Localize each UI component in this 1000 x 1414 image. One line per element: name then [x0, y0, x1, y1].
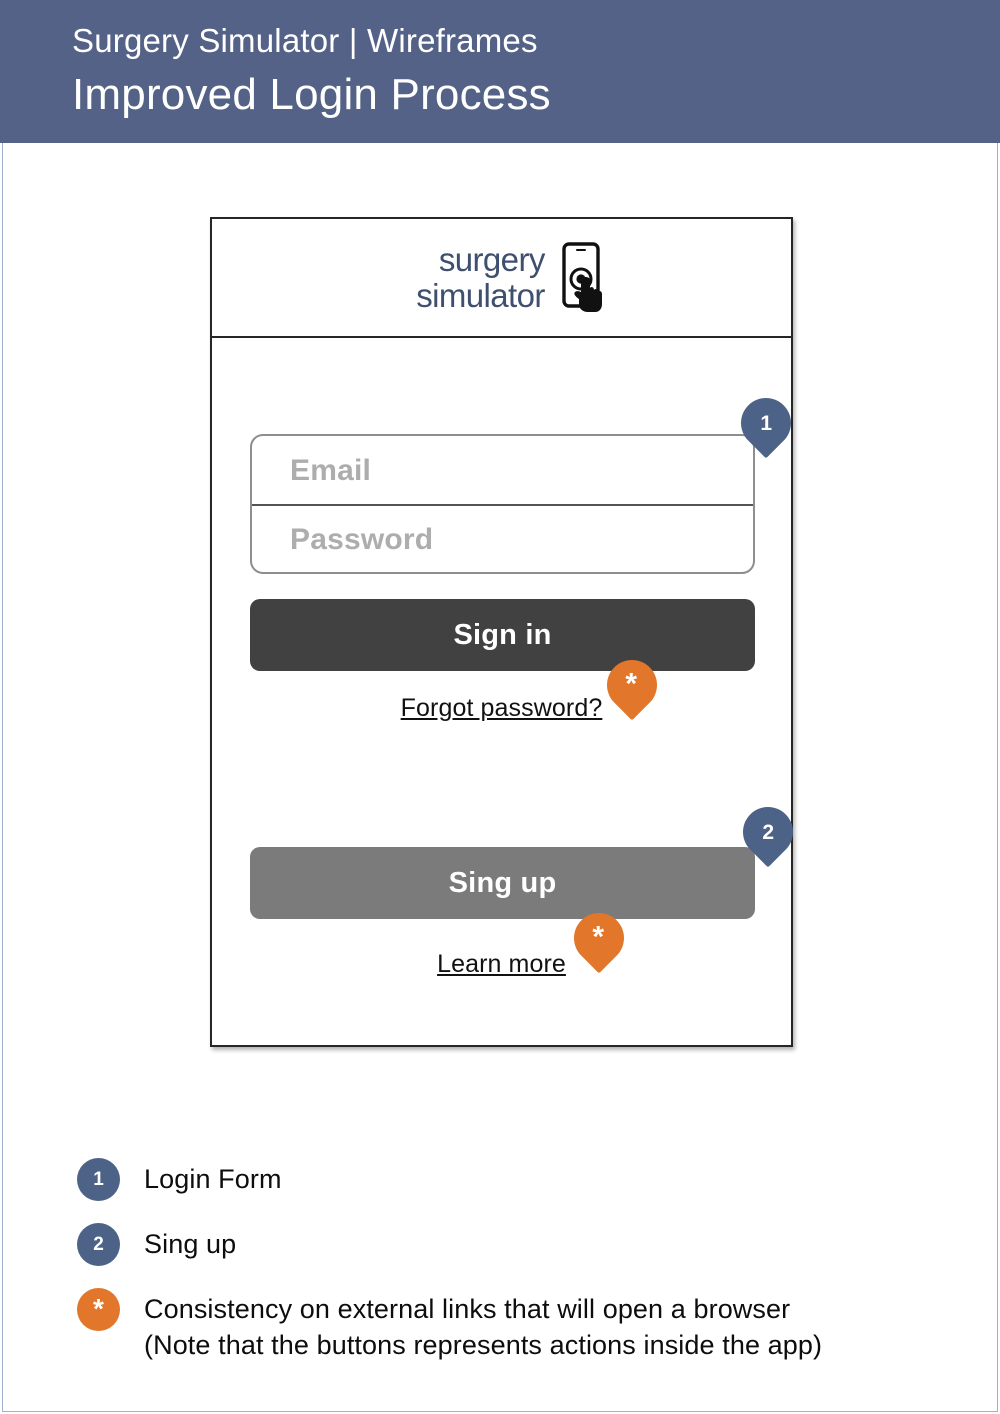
legend-badge-2-label: 2 — [93, 1234, 104, 1255]
legend-badge-2: 2 — [77, 1223, 120, 1266]
forgot-password-link[interactable]: Forgot password? — [212, 694, 791, 723]
wireframe-canvas: surgery simulator Email Password — [2, 143, 998, 1412]
app-header-bar: surgery simulator — [212, 219, 791, 338]
legend-item-asterisk: * Consistency on external links that wil… — [77, 1288, 937, 1363]
learn-more-label: Learn more — [437, 950, 566, 978]
sign-up-button[interactable]: Sing up — [250, 847, 755, 919]
legend-badge-1-label: 1 — [93, 1169, 104, 1190]
field-divider — [252, 504, 753, 506]
sign-in-button[interactable]: Sign in — [250, 599, 755, 671]
password-field[interactable]: Password — [290, 522, 434, 556]
legend: 1 Login Form 2 Sing up * Consi — [77, 1158, 937, 1385]
annotation-pin-1-label: 1 — [760, 411, 772, 435]
legend-badge-asterisk-label: * — [93, 1292, 104, 1324]
legend-text-1: Login Form — [144, 1158, 282, 1198]
phone-touch-icon — [562, 241, 602, 312]
page-header: Surgery Simulator | Wireframes Improved … — [0, 0, 1000, 143]
forgot-password-label: Forgot password? — [400, 694, 603, 722]
logo-line-1: surgery — [438, 241, 545, 278]
legend-text-1-line-1: Login Form — [144, 1164, 282, 1194]
legend-text-asterisk: Consistency on external links that will … — [144, 1288, 822, 1363]
legend-item-2: 2 Sing up — [77, 1223, 937, 1266]
logo-line-2: simulator — [416, 277, 545, 314]
legend-text-2-line-1: Sing up — [144, 1229, 237, 1259]
logo-wordmark: surgery simulator — [416, 241, 545, 314]
legend-text-asterisk-line-1: Consistency on external links that will … — [144, 1294, 791, 1324]
legend-text-2: Sing up — [144, 1223, 236, 1263]
learn-more-link[interactable]: Learn more — [212, 950, 791, 979]
app-logo: surgery simulator — [416, 241, 606, 314]
legend-item-1: 1 Login Form — [77, 1158, 937, 1201]
annotation-pin-2-label: 2 — [762, 820, 774, 844]
login-fields-group: Email Password — [250, 434, 755, 574]
annotation-pin-asterisk-signup-label: * — [592, 920, 605, 954]
legend-badge-asterisk: * — [77, 1288, 120, 1331]
device-frame: surgery simulator Email Password — [210, 217, 793, 1047]
annotation-pin-asterisk-signin-label: * — [625, 667, 638, 701]
page-title: Improved Login Process — [72, 70, 551, 119]
header-subtitle: Surgery Simulator | Wireframes — [72, 22, 538, 59]
legend-badge-1: 1 — [77, 1158, 120, 1201]
legend-text-asterisk-line-2: (Note that the buttons represents action… — [144, 1329, 823, 1360]
email-field[interactable]: Email — [290, 453, 372, 487]
